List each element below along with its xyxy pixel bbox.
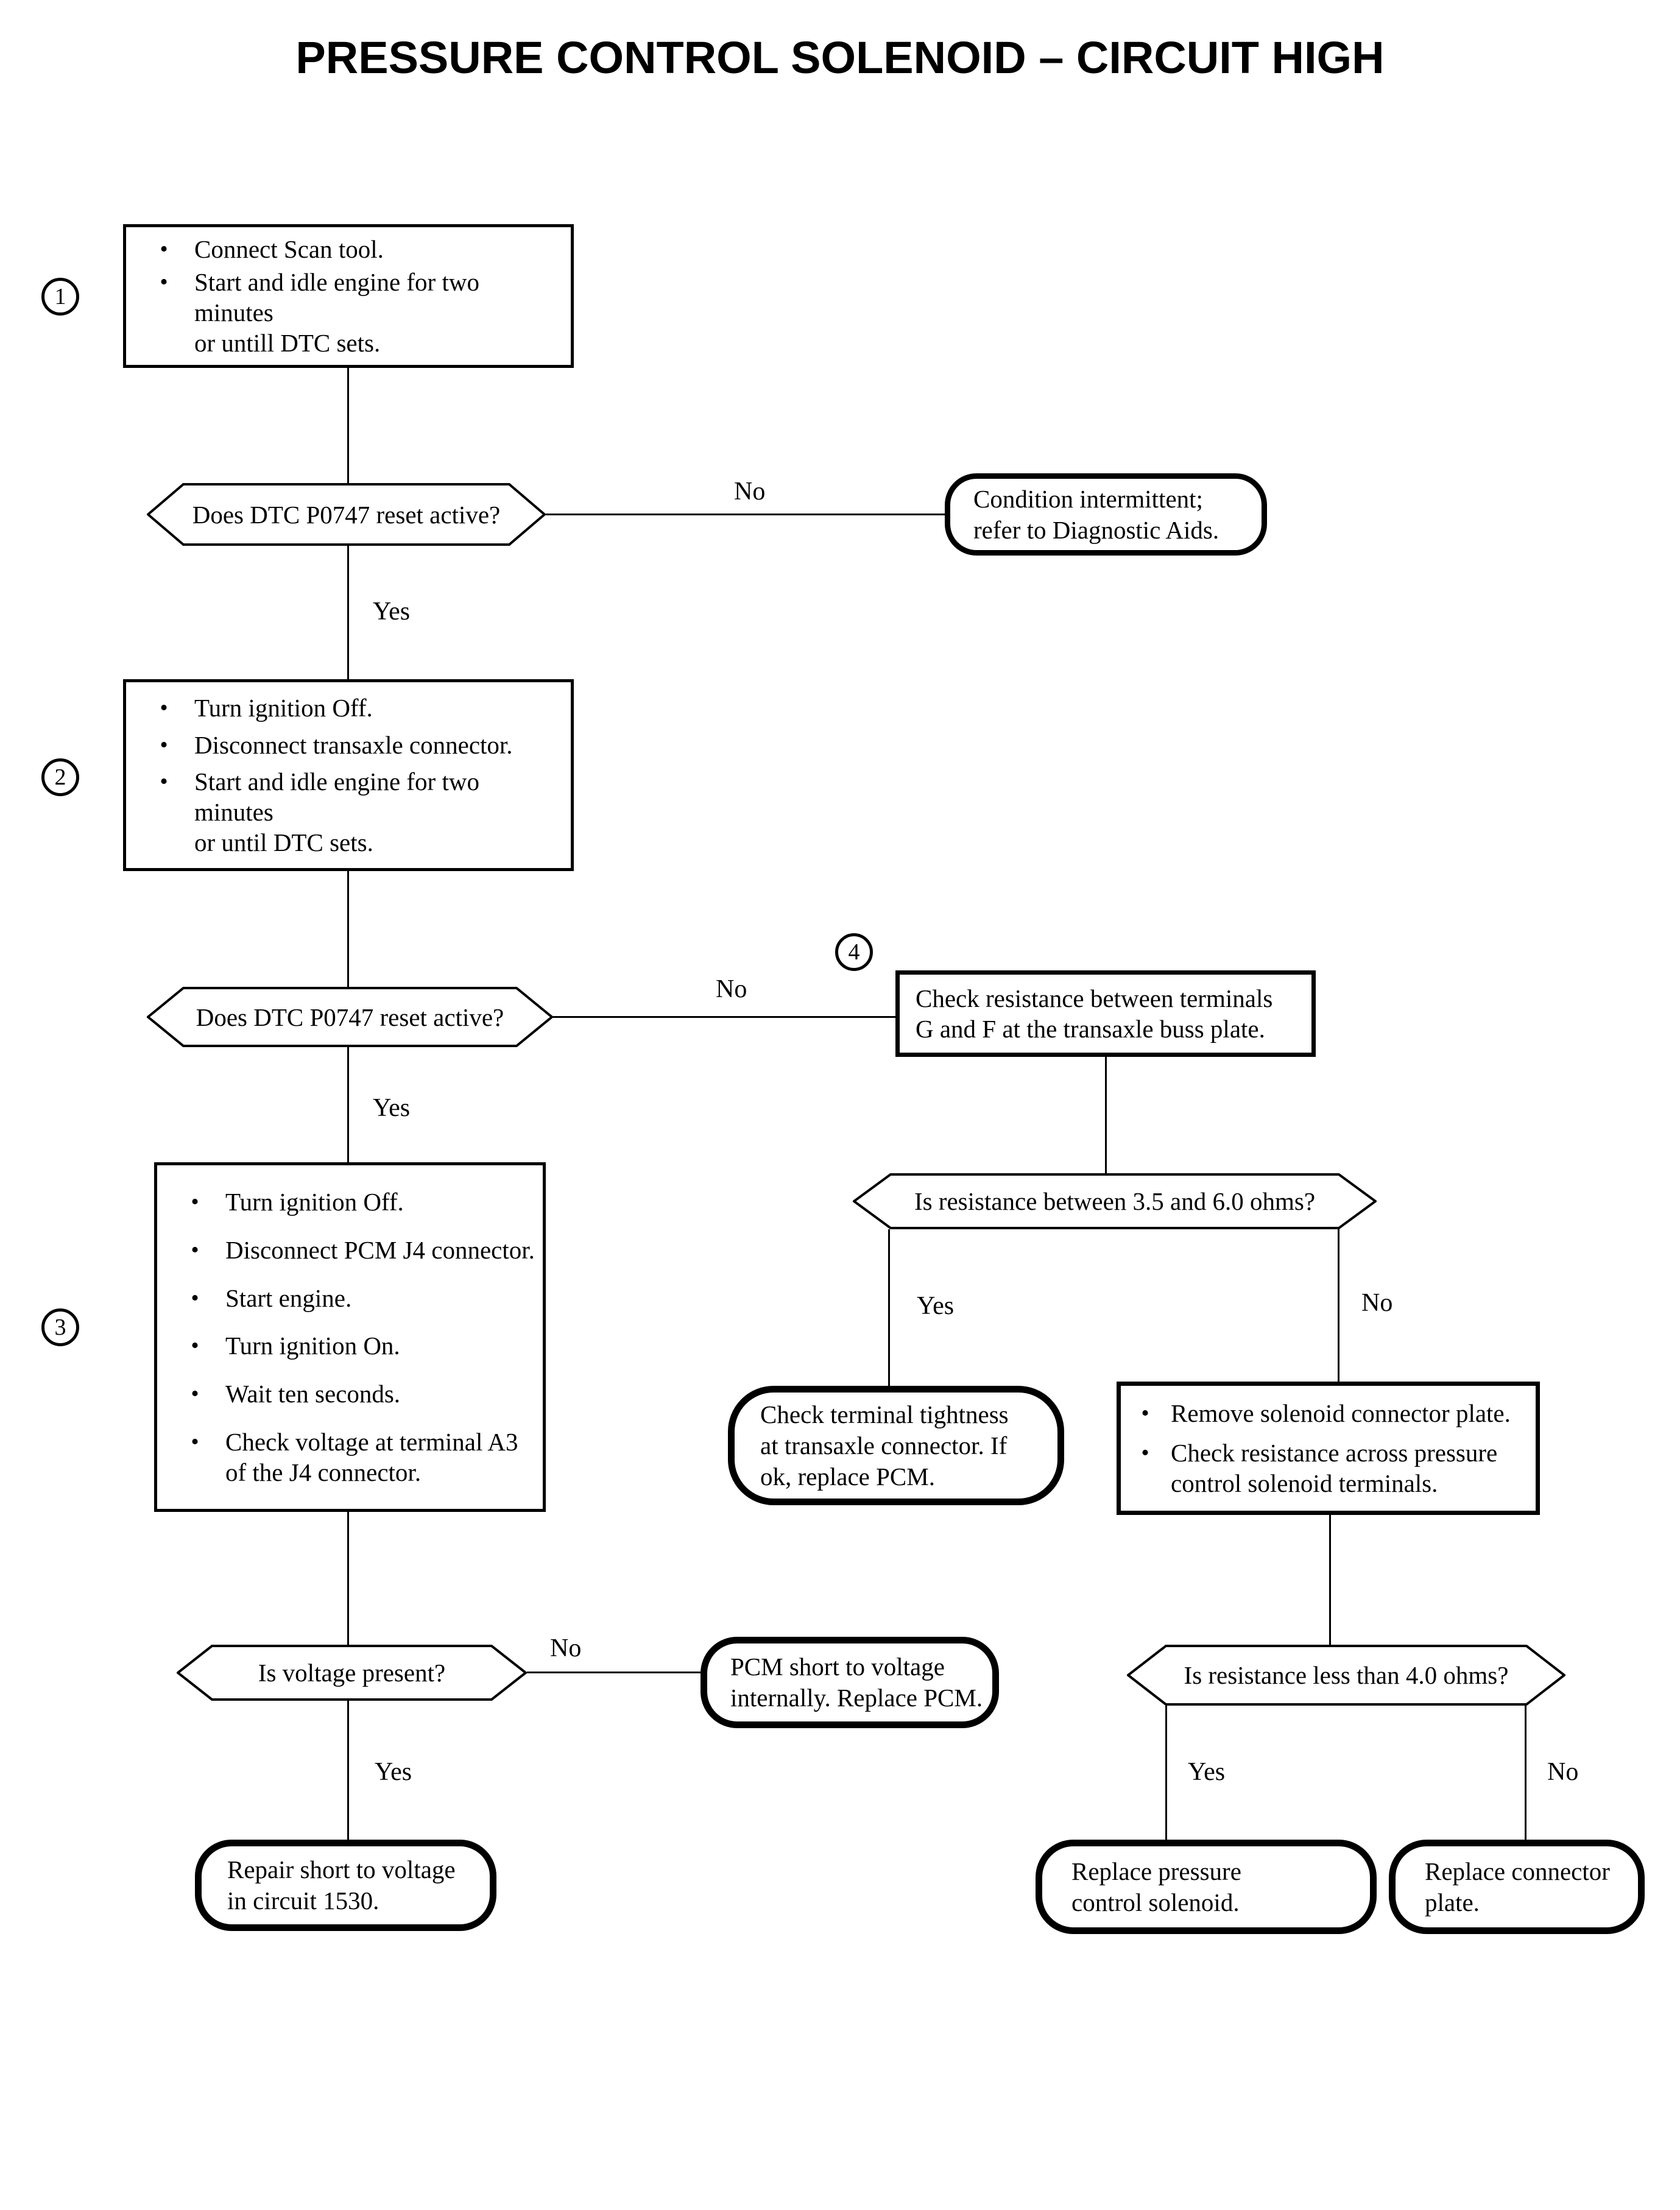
branch-label-no: No xyxy=(550,1634,582,1662)
decision-resistance-less: Is resistance less than 4.0 ohms? xyxy=(1127,1645,1565,1706)
list-item: • Disconnect transaxle connector. xyxy=(126,730,565,760)
branch-label-no: No xyxy=(716,975,747,1003)
connector-line xyxy=(1105,1057,1107,1173)
connector-line xyxy=(888,1229,890,1386)
terminal-condition-intermittent: Condition intermittent; refer to Diagnos… xyxy=(945,473,1267,556)
branch-label-no: No xyxy=(734,478,766,506)
connector-line xyxy=(1338,1229,1339,1382)
decision-resistance-range: Is resistance between 3.5 and 6.0 ohms? xyxy=(853,1173,1377,1229)
list-item: • Start and idle engine for two minutes … xyxy=(126,766,565,858)
decision-dtc-reset-1: Does DTC P0747 reset active? xyxy=(147,483,546,546)
connector-line xyxy=(347,1512,349,1645)
terminal-replace-solenoid: Replace pressure control solenoid. xyxy=(1036,1840,1377,1934)
process-box-step3: • Turn ignition Off. • Disconnect PCM J4… xyxy=(154,1162,546,1512)
hexagon-shape xyxy=(177,1645,527,1701)
decision-voltage-present: Is voltage present? xyxy=(177,1645,527,1701)
branch-label-yes: Yes xyxy=(917,1292,955,1320)
bullet-icon: • xyxy=(191,1429,199,1455)
bullet-icon: • xyxy=(191,1285,199,1311)
terminal-replace-plate: Replace connector plate. xyxy=(1389,1840,1645,1934)
bullet-icon: • xyxy=(160,236,168,262)
connector-line xyxy=(546,514,945,515)
bullet-icon: • xyxy=(160,732,168,758)
connector-line xyxy=(1329,1515,1331,1645)
list-item: • Turn ignition Off. xyxy=(157,1187,537,1217)
bullet-icon: • xyxy=(160,769,168,795)
branch-label-yes: Yes xyxy=(1188,1758,1226,1786)
connector-line xyxy=(1525,1706,1526,1840)
bullet-icon: • xyxy=(191,1188,199,1215)
list-item: • Connect Scan tool. xyxy=(126,234,565,264)
bullet-icon: • xyxy=(191,1381,199,1407)
connector-line xyxy=(1165,1706,1167,1840)
branch-label-yes: Yes xyxy=(375,1758,412,1786)
connector-line xyxy=(347,1047,349,1162)
connector-line xyxy=(553,1016,895,1018)
list-item: • Wait ten seconds. xyxy=(157,1379,537,1409)
connector-line xyxy=(347,1701,349,1840)
terminal-pcm-short: PCM short to voltage internally. Replace… xyxy=(701,1637,999,1728)
page-title: PRESSURE CONTROL SOLENOID – CIRCUIT HIGH xyxy=(295,32,1385,83)
step-marker-2: 2 xyxy=(41,758,79,796)
hexagon-shape xyxy=(1127,1645,1565,1706)
connector-line xyxy=(527,1672,701,1673)
step-marker-3: 3 xyxy=(41,1308,79,1346)
decision-dtc-reset-2: Does DTC P0747 reset active? xyxy=(147,987,553,1047)
hexagon-shape xyxy=(853,1173,1377,1229)
list-item: • Disconnect PCM J4 connector. xyxy=(157,1235,537,1265)
list-item: • Start and idle engine for two minutes … xyxy=(126,267,565,358)
branch-label-yes: Yes xyxy=(373,598,411,626)
branch-label-no: No xyxy=(1547,1758,1579,1786)
terminal-check-tightness: Check terminal tightness at transaxle co… xyxy=(728,1386,1064,1505)
list-item: • Turn ignition On. xyxy=(157,1330,537,1361)
list-item: • Check resistance across pressure contr… xyxy=(1121,1438,1530,1499)
bullet-icon: • xyxy=(160,269,168,295)
process-box-check-resistance: Check resistance between terminals G and… xyxy=(895,970,1316,1057)
connector-line xyxy=(347,546,349,679)
connector-line xyxy=(347,368,349,483)
connector-line xyxy=(347,871,349,987)
branch-label-yes: Yes xyxy=(373,1094,411,1122)
list-item: • Start engine. xyxy=(157,1283,537,1313)
list-item: • Remove solenoid connector plate. xyxy=(1121,1398,1530,1428)
step-marker-1: 1 xyxy=(41,278,79,316)
branch-label-no: No xyxy=(1361,1289,1393,1317)
step-marker-4: 4 xyxy=(835,933,873,971)
process-box-remove-solenoid: • Remove solenoid connector plate. • Che… xyxy=(1117,1382,1540,1515)
bullet-icon: • xyxy=(191,1237,199,1263)
process-box-step1: • Connect Scan tool. • Start and idle en… xyxy=(123,224,574,368)
list-item: • Turn ignition Off. xyxy=(126,693,565,723)
hexagon-shape xyxy=(147,483,546,546)
bullet-icon: • xyxy=(160,694,168,721)
hexagon-shape xyxy=(147,987,553,1047)
bullet-icon: • xyxy=(1141,1400,1149,1427)
process-box-step2: • Turn ignition Off. • Disconnect transa… xyxy=(123,679,574,871)
bullet-icon: • xyxy=(191,1333,199,1359)
bullet-icon: • xyxy=(1141,1439,1149,1466)
list-item: • Check voltage at terminal A3 of the J4… xyxy=(157,1427,537,1488)
terminal-repair-short: Repair short to voltage in circuit 1530. xyxy=(195,1840,496,1931)
